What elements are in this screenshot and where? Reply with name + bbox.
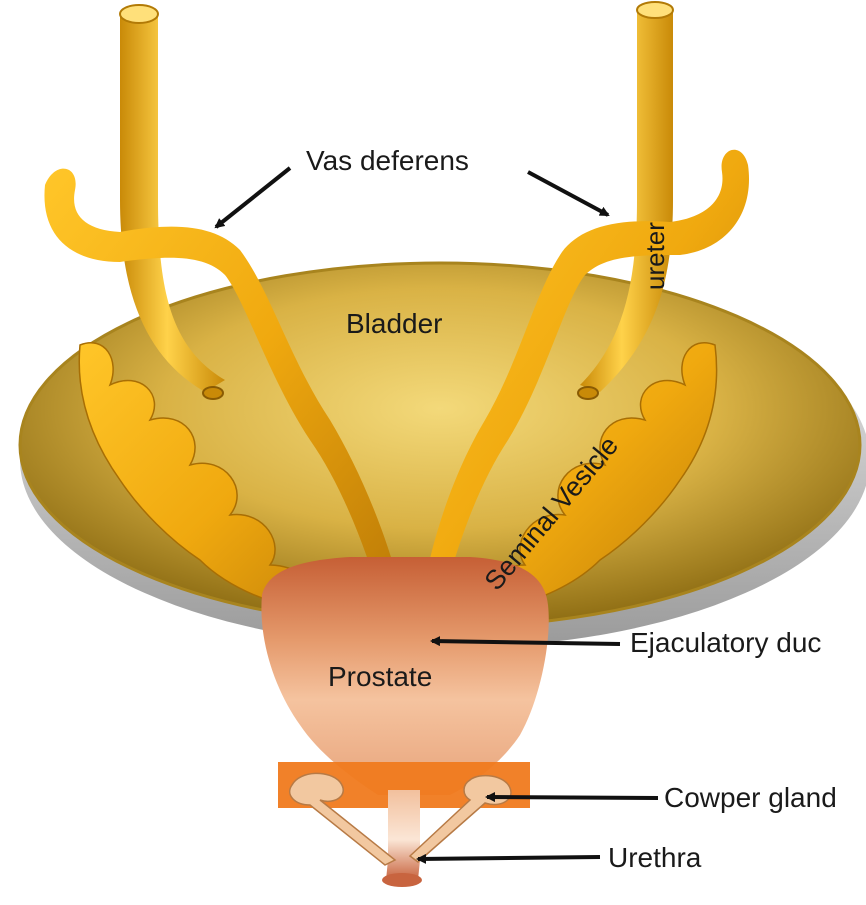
right-vas-deferens-shape <box>420 149 750 615</box>
label-ejaculatory-duct: Ejaculatory duc <box>630 627 821 658</box>
vas-deferens-right-arrow <box>527 170 610 217</box>
label-prostate: Prostate <box>328 661 432 692</box>
vas-deferens-left-arrow <box>214 166 292 229</box>
right-seminal-vesicle-shape <box>413 342 718 642</box>
left-vas-deferens-shape <box>44 168 406 616</box>
urethra-shape <box>382 790 422 887</box>
left-seminal-vesicle-shape <box>78 342 387 642</box>
label-ureter: ureter <box>640 222 670 290</box>
right-ureter-shape <box>577 1 674 400</box>
left-cowper-gland-shape <box>289 772 397 866</box>
label-bladder: Bladder <box>346 308 443 339</box>
urethra-arrow <box>416 853 601 864</box>
prostate-shape <box>261 557 549 795</box>
label-cowper-gland: Cowper gland <box>664 782 837 813</box>
left-ureter-shape <box>119 4 225 400</box>
label-urethra: Urethra <box>608 842 702 873</box>
ejaculatory-duct-arrow <box>430 636 621 647</box>
label-vas-deferens: Vas deferens <box>306 145 469 176</box>
cowper-gland-arrow <box>485 792 659 803</box>
